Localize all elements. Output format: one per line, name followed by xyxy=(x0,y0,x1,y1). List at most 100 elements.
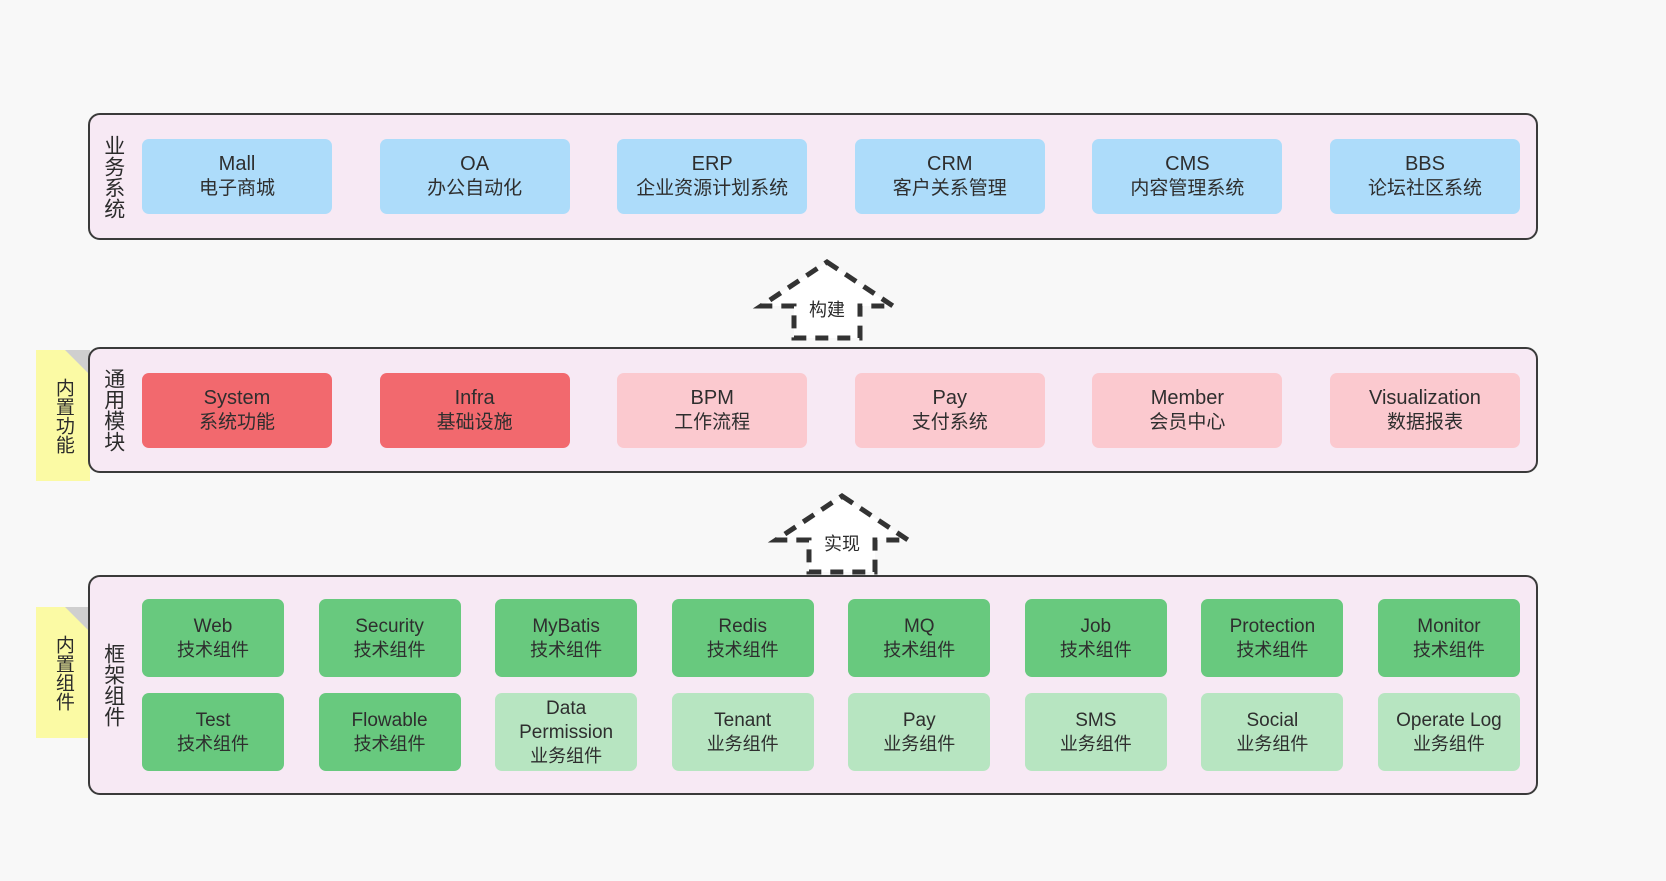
card-title-en: CRM xyxy=(927,153,973,176)
card-title-cn: 业务组件 xyxy=(1059,733,1132,754)
card-title-en: Monitor xyxy=(1417,615,1481,637)
card-member[interactable]: Member 会员中心 xyxy=(1092,372,1283,448)
card-operate-log[interactable]: Operate Log 业务组件 xyxy=(1377,693,1520,771)
card-title-en: Test xyxy=(195,709,231,731)
card-title-en: Pay xyxy=(932,386,968,409)
business-card-row: Mall 电子商城 OA 办公自动化 ERP 企业资源计划系统 CRM 客户关系… xyxy=(142,139,1520,214)
card-title-en: ERP xyxy=(691,153,733,176)
card-title-cn: 技术组件 xyxy=(353,733,426,754)
card-redis[interactable]: Redis 技术组件 xyxy=(671,599,814,677)
card-title-cn: 技术组件 xyxy=(530,639,603,660)
note-builtin-components: 内置组件 xyxy=(36,607,90,738)
layer-framework-title: 框架组件 xyxy=(101,643,125,727)
card-tenant[interactable]: Tenant 业务组件 xyxy=(671,693,814,771)
card-title-cn: 办公自动化 xyxy=(427,178,523,200)
note-builtin-functions: 内置功能 xyxy=(36,350,90,481)
card-title-cn: 企业资源计划系统 xyxy=(636,178,789,200)
card-job[interactable]: Job 技术组件 xyxy=(1024,599,1167,677)
card-cms[interactable]: CMS 内容管理系统 xyxy=(1092,139,1283,214)
card-visualization[interactable]: Visualization 数据报表 xyxy=(1329,372,1520,448)
card-title-cn: 技术组件 xyxy=(1059,639,1132,660)
card-title-en: Data Permission xyxy=(519,698,614,743)
layer-business-title: 业务系统 xyxy=(101,134,125,219)
card-bbs[interactable]: BBS 论坛社区系统 xyxy=(1329,139,1520,214)
layer-common-modules: 通用模块 System 系统功能 Infra 基础设施 BPM 工作流程 Pay… xyxy=(88,347,1538,473)
card-title-en: BPM xyxy=(690,386,734,409)
card-pay[interactable]: Pay 支付系统 xyxy=(854,372,1045,448)
layer-common-title: 通用模块 xyxy=(101,368,125,452)
card-mall[interactable]: Mall 电子商城 xyxy=(142,139,332,214)
framework-business-row: Test 技术组件 Flowable 技术组件 Data Permission … xyxy=(142,693,1520,771)
arrow-implement-glyph xyxy=(767,492,917,575)
layer-framework-components: 框架组件 Web 技术组件 Security 技术组件 MyBatis 技术组件… xyxy=(88,575,1538,795)
layer-business-systems: 业务系统 Mall 电子商城 OA 办公自动化 ERP 企业资源计划系统 CRM… xyxy=(88,113,1538,240)
card-title-cn: 内容管理系统 xyxy=(1130,178,1245,200)
card-title-cn: 技术组件 xyxy=(177,639,249,660)
card-monitor[interactable]: Monitor 技术组件 xyxy=(1377,599,1520,677)
note-builtin-components-label: 内置组件 xyxy=(52,634,74,711)
card-flowable[interactable]: Flowable 技术组件 xyxy=(318,693,461,771)
card-title-en: Flowable xyxy=(351,709,428,731)
card-title-en: Security xyxy=(355,615,424,637)
arrow-build: 构建 xyxy=(752,258,902,342)
card-crm[interactable]: CRM 客户关系管理 xyxy=(854,139,1045,214)
card-mq[interactable]: MQ 技术组件 xyxy=(848,599,991,677)
card-title-en: MyBatis xyxy=(532,615,600,637)
card-protection[interactable]: Protection 技术组件 xyxy=(1201,599,1344,677)
card-social[interactable]: Social 业务组件 xyxy=(1201,693,1344,771)
card-bpm[interactable]: BPM 工作流程 xyxy=(617,372,808,448)
note-builtin-functions-label: 内置功能 xyxy=(52,377,74,454)
card-title-en: Job xyxy=(1080,615,1112,637)
card-title-en: Member xyxy=(1150,386,1225,409)
card-erp[interactable]: ERP 企业资源计划系统 xyxy=(617,139,808,214)
card-title-cn: 技术组件 xyxy=(1412,639,1485,660)
card-web[interactable]: Web 技术组件 xyxy=(142,599,284,677)
card-title-cn: 技术组件 xyxy=(177,733,249,754)
card-title-cn: 会员中心 xyxy=(1149,411,1226,433)
layer-business-body: Mall 电子商城 OA 办公自动化 ERP 企业资源计划系统 CRM 客户关系… xyxy=(136,115,1536,238)
card-title-cn: 工作流程 xyxy=(674,411,751,433)
card-title-cn: 技术组件 xyxy=(1236,639,1309,660)
card-title-cn: 论坛社区系统 xyxy=(1367,178,1482,200)
card-title-en: SMS xyxy=(1075,709,1117,731)
card-oa[interactable]: OA 办公自动化 xyxy=(379,139,570,214)
card-title-cn: 业务组件 xyxy=(1236,733,1309,754)
card-sms[interactable]: SMS 业务组件 xyxy=(1024,693,1167,771)
card-title-cn: 电子商城 xyxy=(198,178,275,200)
card-pay-component[interactable]: Pay 业务组件 xyxy=(848,693,991,771)
card-title-en: BBS xyxy=(1404,153,1445,176)
card-title-cn: 基础设施 xyxy=(436,411,513,433)
card-title-cn: 业务组件 xyxy=(1412,733,1485,754)
card-title-cn: 技术组件 xyxy=(706,639,779,660)
layer-common-body: System 系统功能 Infra 基础设施 BPM 工作流程 Pay 支付系统… xyxy=(136,349,1536,471)
common-card-row: System 系统功能 Infra 基础设施 BPM 工作流程 Pay 支付系统… xyxy=(142,372,1520,448)
card-title-en: Infra xyxy=(454,386,495,409)
card-title-cn: 客户关系管理 xyxy=(892,178,1007,200)
card-mybatis[interactable]: MyBatis 技术组件 xyxy=(495,599,638,677)
card-title-en: OA xyxy=(460,153,490,176)
arrow-build-glyph xyxy=(752,258,902,341)
card-title-cn: 技术组件 xyxy=(883,639,956,660)
card-title-en: Pay xyxy=(902,709,936,731)
card-title-en: CMS xyxy=(1165,153,1210,176)
card-title-en: Operate Log xyxy=(1396,709,1502,731)
card-title-en: Web xyxy=(193,615,233,637)
card-title-en: Redis xyxy=(718,615,767,637)
card-security[interactable]: Security 技术组件 xyxy=(318,599,461,677)
card-data-permission[interactable]: Data Permission 业务组件 xyxy=(495,693,638,771)
card-title-cn: 支付系统 xyxy=(911,411,988,433)
card-title-en: Protection xyxy=(1229,615,1316,637)
arrow-implement: 实现 xyxy=(767,492,917,576)
card-system[interactable]: System 系统功能 xyxy=(142,372,332,448)
card-title-en: Social xyxy=(1246,709,1299,731)
card-title-cn: 业务组件 xyxy=(706,733,779,754)
card-title-en: Mall xyxy=(218,153,256,176)
card-title-cn: 业务组件 xyxy=(530,745,603,766)
card-title-en: Visualization xyxy=(1369,386,1481,409)
card-title-en: MQ xyxy=(903,615,935,637)
card-infra[interactable]: Infra 基础设施 xyxy=(379,372,570,448)
card-title-en: Tenant xyxy=(714,709,772,731)
card-test[interactable]: Test 技术组件 xyxy=(142,693,284,771)
card-title-cn: 系统功能 xyxy=(198,411,275,433)
